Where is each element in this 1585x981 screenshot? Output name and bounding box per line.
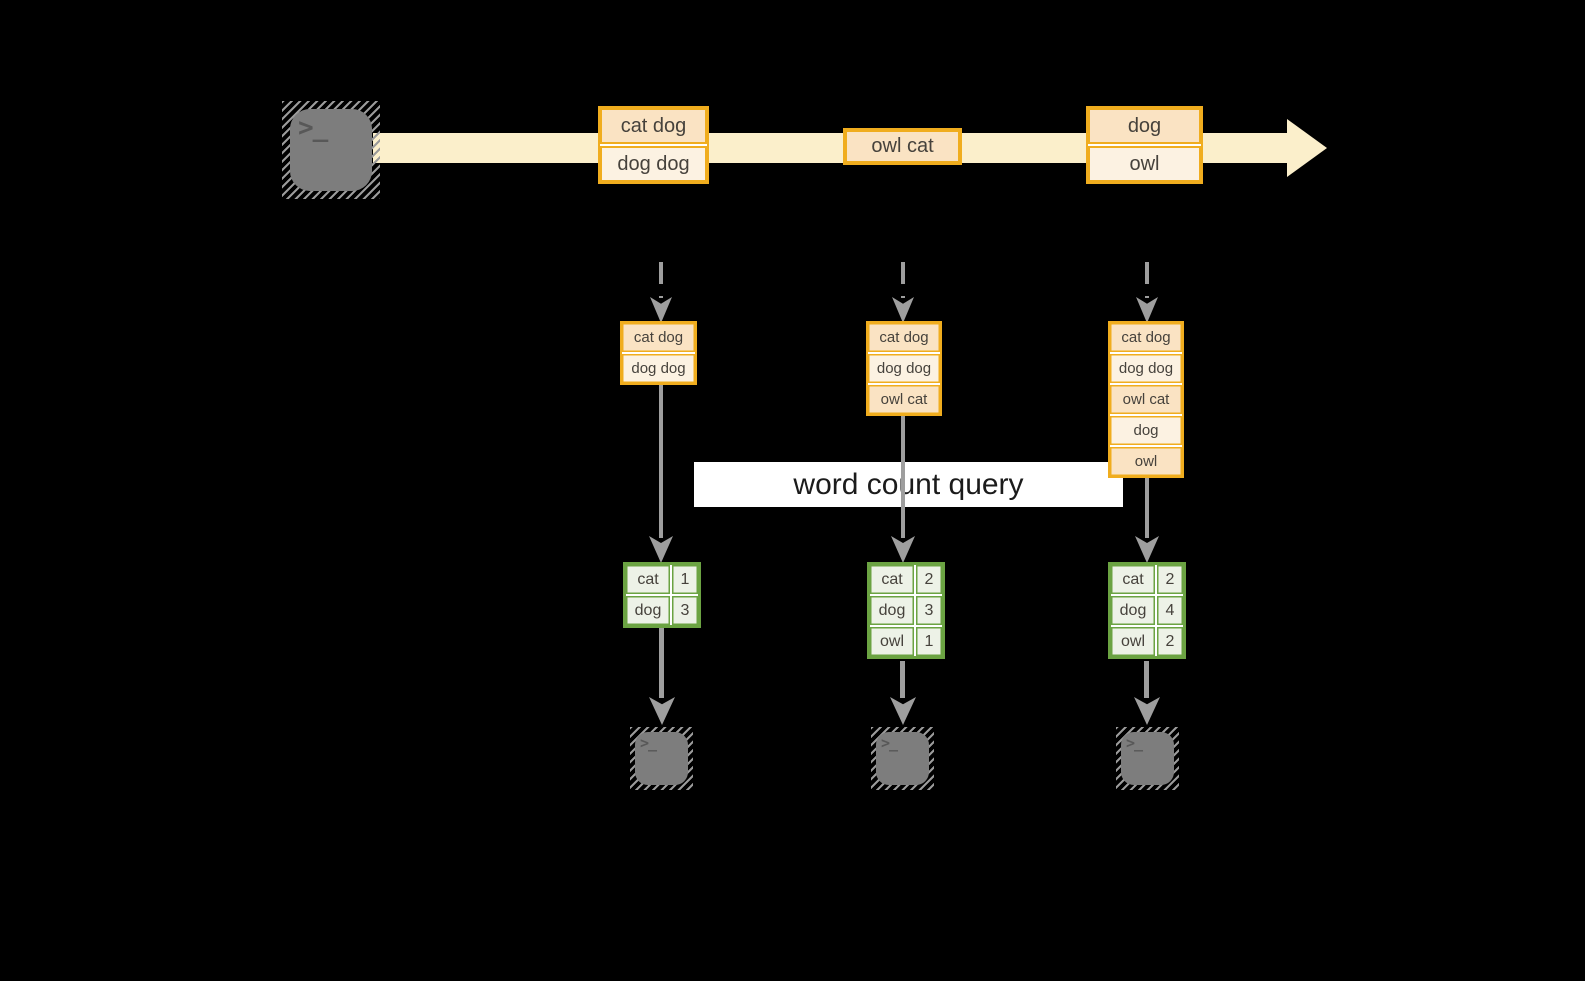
table-row: owl 1 [870, 627, 942, 656]
table-row: owl 2 [1111, 627, 1183, 656]
word-count-table: cat 1 dog 3 [623, 562, 701, 628]
ingest-arrow [901, 262, 905, 298]
terminal-prompt-icon: >_ [298, 113, 328, 143]
result-to-sink-arrowhead-icon [890, 697, 916, 725]
terminal-sink-icon: >_ [871, 727, 934, 790]
word-cell: cat [1111, 565, 1155, 594]
table-row: dog 4 [1111, 596, 1183, 625]
ingest-arrow [1145, 262, 1149, 298]
state-cell: owl [1110, 447, 1182, 476]
state-to-result-arrow [901, 416, 905, 538]
state-to-result-arrowhead-icon [649, 536, 673, 563]
terminal-prompt-icon: >_ [1126, 734, 1143, 752]
word-cell: dog [626, 596, 670, 625]
terminal-sink-icon: >_ [630, 727, 693, 790]
count-cell: 3 [672, 596, 698, 625]
state-cell: owl cat [868, 385, 940, 414]
event-cell: owl [1088, 146, 1201, 182]
accumulated-state: cat dog dog dog owl cat dog owl [1108, 321, 1184, 478]
state-cell: dog dog [622, 354, 695, 383]
count-cell: 2 [916, 565, 942, 594]
accumulated-state: cat dog dog dog owl cat [866, 321, 942, 416]
word-cell: owl [1111, 627, 1155, 656]
accumulated-state: cat dog dog dog [620, 321, 697, 385]
word-count-table: cat 2 dog 3 owl 1 [867, 562, 945, 659]
terminal-screen [1121, 732, 1174, 785]
stream-arrow-head [1287, 119, 1327, 177]
state-cell: owl cat [1110, 385, 1182, 414]
word-cell: cat [626, 565, 670, 594]
state-to-result-arrow [659, 385, 663, 538]
word-cell: owl [870, 627, 914, 656]
event-cell: owl cat [845, 130, 960, 163]
query-label-band [694, 462, 1123, 507]
state-cell: cat dog [622, 323, 695, 352]
state-cell: dog dog [1110, 354, 1182, 383]
table-row: dog 3 [870, 596, 942, 625]
state-to-result-arrowhead-icon [891, 536, 915, 563]
word-cell: dog [1111, 596, 1155, 625]
terminal-prompt-icon: >_ [881, 734, 898, 752]
result-to-sink-arrowhead-icon [649, 697, 675, 725]
word-count-table: cat 2 dog 4 owl 2 [1108, 562, 1186, 659]
ingest-arrowhead-icon [650, 297, 672, 323]
word-cell: dog [870, 596, 914, 625]
ingest-arrowhead-icon [892, 297, 914, 323]
count-cell: 4 [1157, 596, 1183, 625]
terminal-screen [290, 109, 372, 191]
word-cell: cat [870, 565, 914, 594]
count-cell: 2 [1157, 627, 1183, 656]
stream-event: cat dog dog dog [598, 106, 709, 184]
terminal-sink-icon: >_ [1116, 727, 1179, 790]
result-to-sink-arrow [900, 661, 905, 698]
state-cell: cat dog [1110, 323, 1182, 352]
count-cell: 1 [916, 627, 942, 656]
terminal-prompt-icon: >_ [640, 734, 657, 752]
terminal-screen [635, 732, 688, 785]
result-to-sink-arrowhead-icon [1134, 697, 1160, 725]
terminal-source-icon: >_ [282, 101, 380, 199]
state-cell: cat dog [868, 323, 940, 352]
stream-event: dog owl [1086, 106, 1203, 184]
ingest-arrowhead-icon [1136, 297, 1158, 323]
ingest-arrow [659, 262, 663, 298]
event-cell: dog [1088, 108, 1201, 144]
result-to-sink-arrow [1144, 661, 1149, 698]
count-cell: 1 [672, 565, 698, 594]
count-cell: 3 [916, 596, 942, 625]
event-cell: dog dog [600, 146, 707, 182]
table-row: cat 1 [626, 565, 698, 594]
query-label: word count query [793, 467, 1024, 501]
terminal-screen [876, 732, 929, 785]
stream-event: owl cat [843, 128, 962, 165]
table-row: cat 2 [870, 565, 942, 594]
event-cell: cat dog [600, 108, 707, 144]
state-to-result-arrowhead-icon [1135, 536, 1159, 563]
count-cell: 2 [1157, 565, 1183, 594]
state-cell: dog dog [868, 354, 940, 383]
table-row: cat 2 [1111, 565, 1183, 594]
result-to-sink-arrow [659, 628, 664, 698]
table-row: dog 3 [626, 596, 698, 625]
state-to-result-arrow [1145, 478, 1149, 538]
state-cell: dog [1110, 416, 1182, 445]
